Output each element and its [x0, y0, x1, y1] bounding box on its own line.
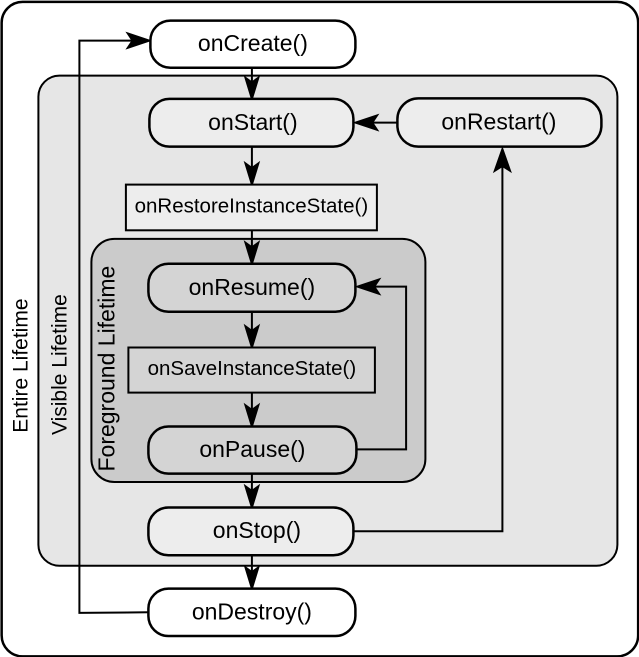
svg-text:onCreate(): onCreate() — [198, 30, 308, 56]
svg-text:Foreground Lifetime: Foreground Lifetime — [93, 266, 119, 472]
svg-text:onDestroy(): onDestroy() — [192, 598, 312, 624]
svg-text:onResume(): onResume() — [189, 274, 316, 300]
svg-text:Visible Lifetime: Visible Lifetime — [48, 294, 71, 435]
svg-text:Entire Lifetime: Entire Lifetime — [9, 298, 32, 432]
svg-text:onPause(): onPause() — [199, 436, 305, 462]
svg-text:onStart(): onStart() — [208, 109, 297, 135]
svg-text:onRestoreInstanceState(): onRestoreInstanceState() — [135, 194, 369, 217]
svg-text:onSaveInstanceState(): onSaveInstanceState() — [148, 357, 357, 380]
svg-text:onRestart(): onRestart() — [441, 108, 556, 134]
svg-text:onStop(): onStop() — [213, 517, 301, 543]
